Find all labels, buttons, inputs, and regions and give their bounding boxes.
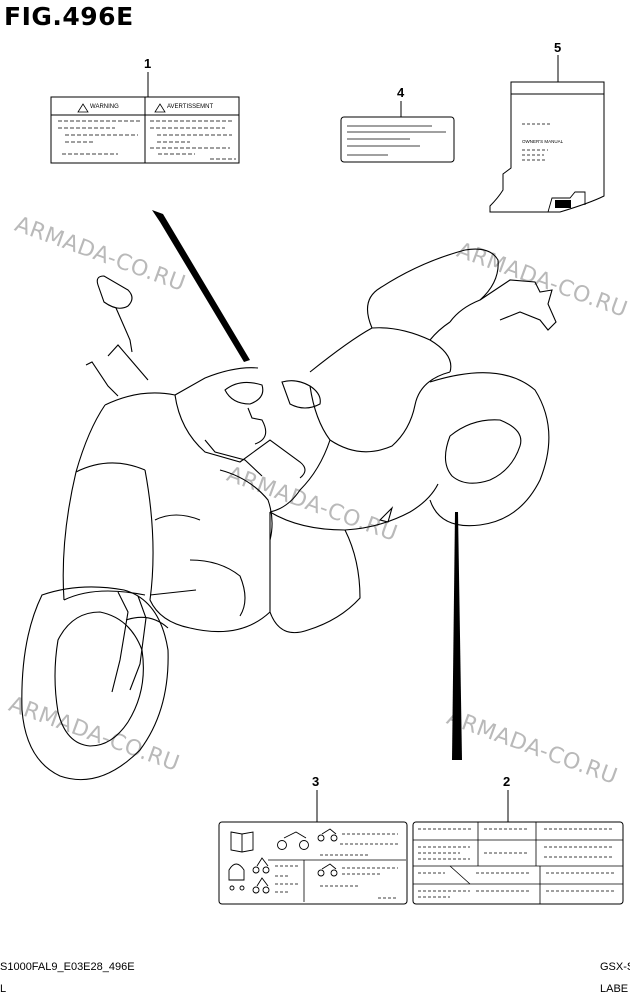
label-4	[340, 116, 455, 163]
callout-4: 4	[397, 85, 405, 100]
pointer-arrow-1	[152, 210, 250, 362]
label-3-pictogram	[218, 821, 408, 905]
warning-triangle-icon	[77, 103, 89, 113]
footer-code-left: S1000FAL9_E03E28_496E	[0, 961, 135, 973]
motorcycle-outline	[21, 248, 557, 781]
label-2-grid	[412, 821, 624, 905]
footer-code-right: GSX-S	[600, 961, 630, 973]
warning-text: WARNING	[90, 104, 119, 110]
manual-mark-icon	[555, 200, 571, 208]
rider-icon	[252, 857, 270, 894]
motorcycle-icon	[317, 863, 338, 877]
warning-triangle-icon	[154, 103, 166, 113]
callout-1: 1	[144, 56, 152, 71]
avertissement-text: AVERTISSEMNT	[167, 104, 214, 110]
callout-3: 3	[312, 774, 320, 789]
callout-5: 5	[554, 40, 562, 55]
figure-title: FIG.496E	[4, 2, 134, 31]
footer-sub-right: LABE	[600, 983, 629, 995]
label-5-manual	[489, 81, 605, 213]
motorcycle-icon	[317, 828, 338, 842]
book-icon	[230, 831, 254, 853]
motorcycle-icon	[277, 831, 309, 850]
owners-manual-text: OWNER'S MANUAL	[522, 139, 564, 144]
pointer-arrow-2	[452, 512, 462, 760]
callout-2: 2	[503, 774, 511, 789]
footer-sub-left: L	[0, 983, 7, 995]
helmet-icon	[228, 863, 245, 891]
